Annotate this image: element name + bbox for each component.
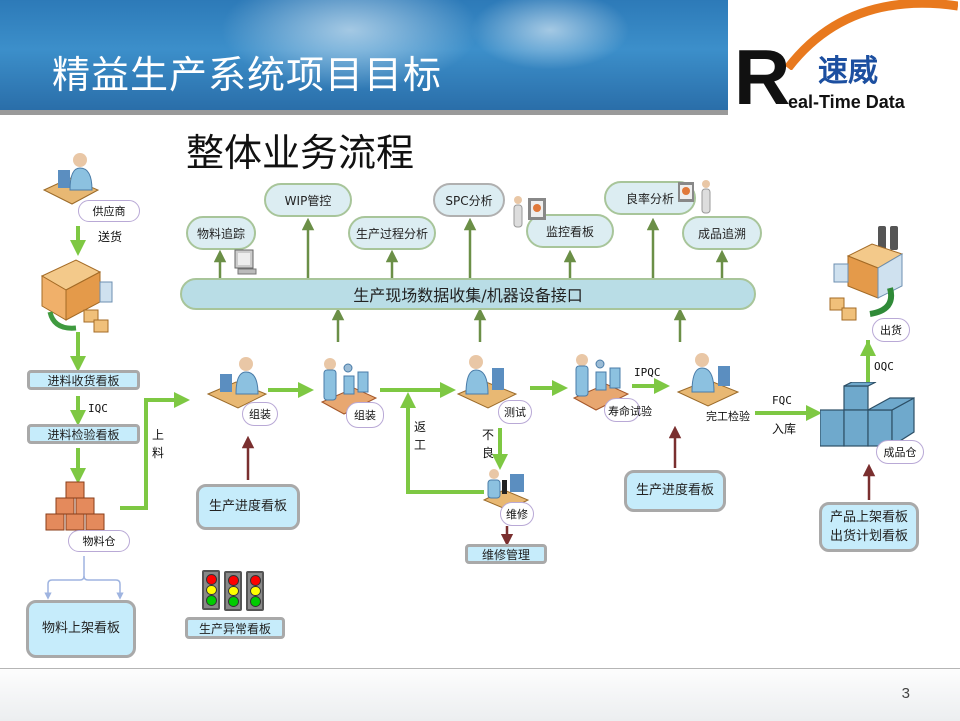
material-boxes-icon (45, 481, 105, 531)
assembly-tag-2: 组装 (346, 402, 384, 428)
traffic-light-icon (224, 571, 242, 611)
warehousing-label: 入库 (772, 422, 797, 436)
life-test-label: 寿命试验 (608, 405, 652, 418)
oqc-label: OQC (874, 360, 894, 373)
page-number: 3 (901, 685, 910, 702)
final-inspection-label: 完工检验 (706, 410, 750, 423)
board-arrows (241, 425, 876, 547)
iqc-label: IQC (88, 402, 108, 415)
logo-letter: R (734, 33, 791, 121)
delivery-label: 送货 (98, 230, 123, 244)
repair-tag: 维修 (500, 502, 534, 526)
module-wip-control[interactable]: WIP管控 (264, 183, 352, 217)
assembly-tag-1: 组装 (242, 402, 278, 426)
board-incoming-receipt[interactable]: 进料收货看板 (27, 370, 140, 390)
module-spc-analysis[interactable]: SPC分析 (433, 183, 505, 217)
product-shelf-label: 产品上架看板 (829, 509, 908, 525)
process-flow-arrows (70, 226, 876, 510)
module-process-analysis[interactable]: 生产过程分析 (348, 216, 436, 250)
logo-chinese: 速威 (818, 54, 878, 89)
final-inspection-workstation-icon (676, 353, 740, 407)
test-tag: 测试 (498, 400, 532, 424)
board-production-progress-2[interactable]: 生产进度看板 (624, 470, 726, 512)
company-logo: R 速威 eal-Time Data (728, 0, 960, 121)
shipping-tag: 出货 (872, 318, 910, 342)
cloud-decoration (470, 0, 630, 70)
feed-label: 上料 (152, 428, 165, 460)
board-production-exception[interactable]: 生产异常看板 (185, 617, 285, 639)
rework-label: 返工 (414, 420, 427, 452)
board-material-shelf[interactable]: 物料上架看板 (26, 600, 136, 658)
assembly-workstation-icon (206, 357, 268, 409)
supplier-tag: 供应商 (78, 200, 140, 222)
shipping-truck-icon (829, 226, 904, 321)
supplier-workstation-icon (42, 153, 100, 205)
life-test-line-icon (572, 354, 630, 411)
slide-title: 精益生产系统项目目标 (52, 53, 443, 97)
presenter-board-icon (513, 196, 546, 228)
module-material-tracking[interactable]: 物料追踪 (186, 216, 256, 250)
finished-goods-boxes-icon (820, 382, 915, 448)
delivery-truck-icon (40, 259, 113, 333)
fqc-label: FQC (772, 394, 792, 407)
material-store-tag: 物料仓 (68, 530, 130, 552)
traffic-light-icon (246, 571, 264, 611)
traffic-light-icon (202, 570, 220, 610)
shipping-plan-label: 出货计划看板 (829, 529, 908, 544)
module-product-trace[interactable]: 成品追溯 (682, 216, 762, 250)
defect-label: 不良 (482, 428, 495, 460)
section-title: 整体业务流程 (186, 131, 415, 175)
assembly-line-icon (320, 358, 378, 415)
test-workstation-icon (456, 355, 518, 409)
life-test-tag (604, 398, 640, 422)
presenter-board-icon (678, 180, 711, 214)
monitor-icon (234, 249, 257, 275)
board-incoming-inspection[interactable]: 进料检验看板 (27, 424, 140, 444)
board-product-shelf-shipping[interactable]: 产品上架看板 出货计划看板 (819, 502, 919, 552)
data-collection-bus: 生产现场数据收集/机器设备接口 (180, 278, 756, 310)
logo-arc-icon (784, 0, 958, 70)
material-store-branch (44, 556, 124, 600)
ipqc-label: IPQC (634, 366, 661, 379)
board-repair-management[interactable]: 维修管理 (465, 544, 547, 564)
board-production-progress-1[interactable]: 生产进度看板 (196, 484, 300, 530)
logo-english: eal-Time Data (788, 92, 905, 112)
bus-to-module-arrows (213, 217, 729, 342)
slide-footer: 3 (0, 668, 960, 721)
finished-store-tag: 成品仓 (876, 440, 924, 464)
header-divider (0, 110, 728, 115)
slide-header: 精益生产系统项目目标 (0, 0, 728, 110)
